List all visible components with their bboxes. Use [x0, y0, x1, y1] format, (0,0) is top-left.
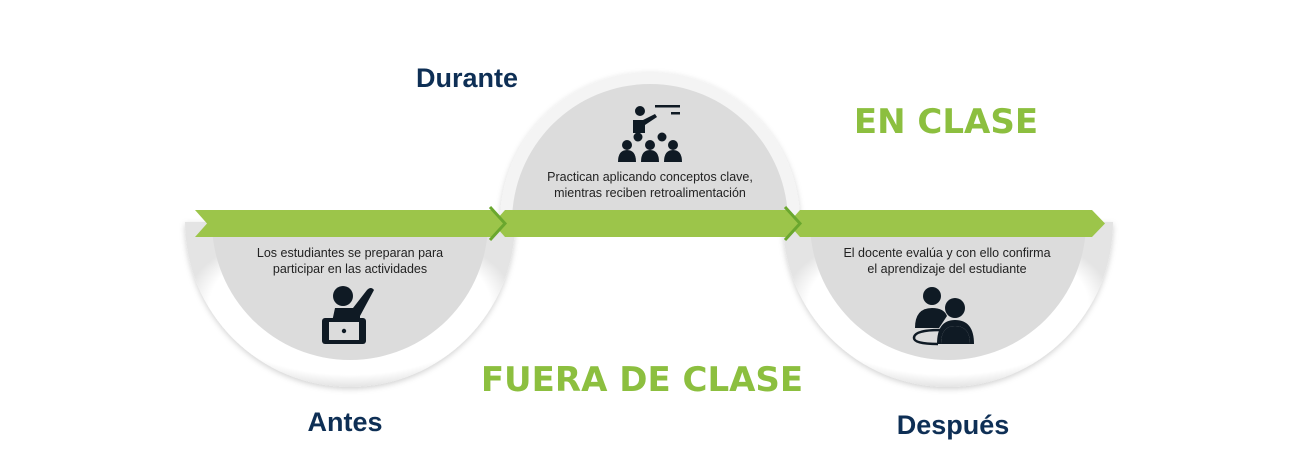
timeline-arrow [195, 205, 1105, 242]
despues-desc-line1: El docente evalúa y con ello confirma [843, 246, 1050, 260]
fuera-de-clase-label: FUERA DE CLASE [481, 360, 803, 400]
antes-desc-line2: participar en las actividades [273, 262, 427, 276]
antes-title: Antes [307, 407, 382, 437]
two-people-meeting-icon [912, 287, 974, 346]
antes-desc-line1: Los estudiantes se preparan para [257, 246, 443, 260]
student-raising-hand-icon [322, 286, 374, 344]
despues-title: Después [897, 410, 1010, 440]
durante-desc-line1: Practican aplicando conceptos clave, [547, 170, 753, 184]
en-clase-label: EN CLASE [854, 102, 1038, 142]
durante-title: Durante [416, 63, 518, 93]
durante-desc-line2: mientras reciben retroalimentación [554, 186, 746, 200]
teacher-with-group-icon [618, 105, 682, 162]
despues-desc-line2: el aprendizaje del estudiante [867, 262, 1026, 276]
